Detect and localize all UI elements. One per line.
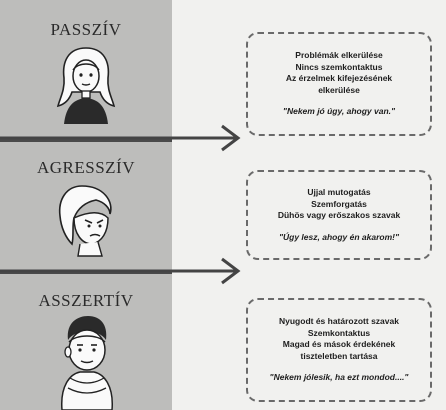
description-line: Szemkontaktus [307, 327, 371, 338]
quote-assertive: "Nekem jólesik, ha ezt mondod...." [269, 372, 409, 383]
description-line: Szemforgatás [311, 198, 367, 209]
description-box-assertive: Nyugodt és határozott szavak Szemkontakt… [246, 298, 432, 402]
section-title-passive: PASSZÍV [50, 20, 122, 39]
quote-aggressive: "Úgy lesz, ahogy én akarom!" [278, 231, 399, 242]
description-line: Magad és mások érdekének [282, 339, 396, 350]
section-title-aggressive: AGRESSZÍV [36, 158, 135, 177]
arrow-right-icon [0, 257, 241, 285]
quote-passive: "Nekem jó úgy, ahogy van." [282, 106, 396, 117]
description-line: Nyugodt és határozott szavak [279, 316, 399, 327]
description-box-aggressive: Ujjal mutogatás Szemforgatás Dühös vagy … [246, 170, 432, 260]
divider-band [0, 138, 172, 142]
description-line: Az érzelmek kifejezésének [285, 73, 393, 84]
section-title-assertive: ASSZERTÍV [38, 291, 134, 310]
assertive-man-portrait-icon [61, 316, 113, 410]
passive-woman-portrait-icon [56, 47, 116, 124]
description-line: Dühös vagy erőszakos szavak [277, 210, 401, 220]
arrow-right-icon [0, 124, 241, 152]
description-line: Nincs szemkontaktus [295, 61, 383, 72]
description-box-passive: Problémák elkerülése Nincs szemkontaktus… [246, 32, 432, 136]
description-line: elkerülése [318, 84, 360, 95]
description-line: Problémák elkerülése [295, 50, 383, 61]
description-line: Ujjal mutogatás [307, 187, 371, 197]
aggressive-woman-portrait-icon [58, 185, 112, 257]
description-line: tiszteletben tartása [300, 350, 378, 361]
